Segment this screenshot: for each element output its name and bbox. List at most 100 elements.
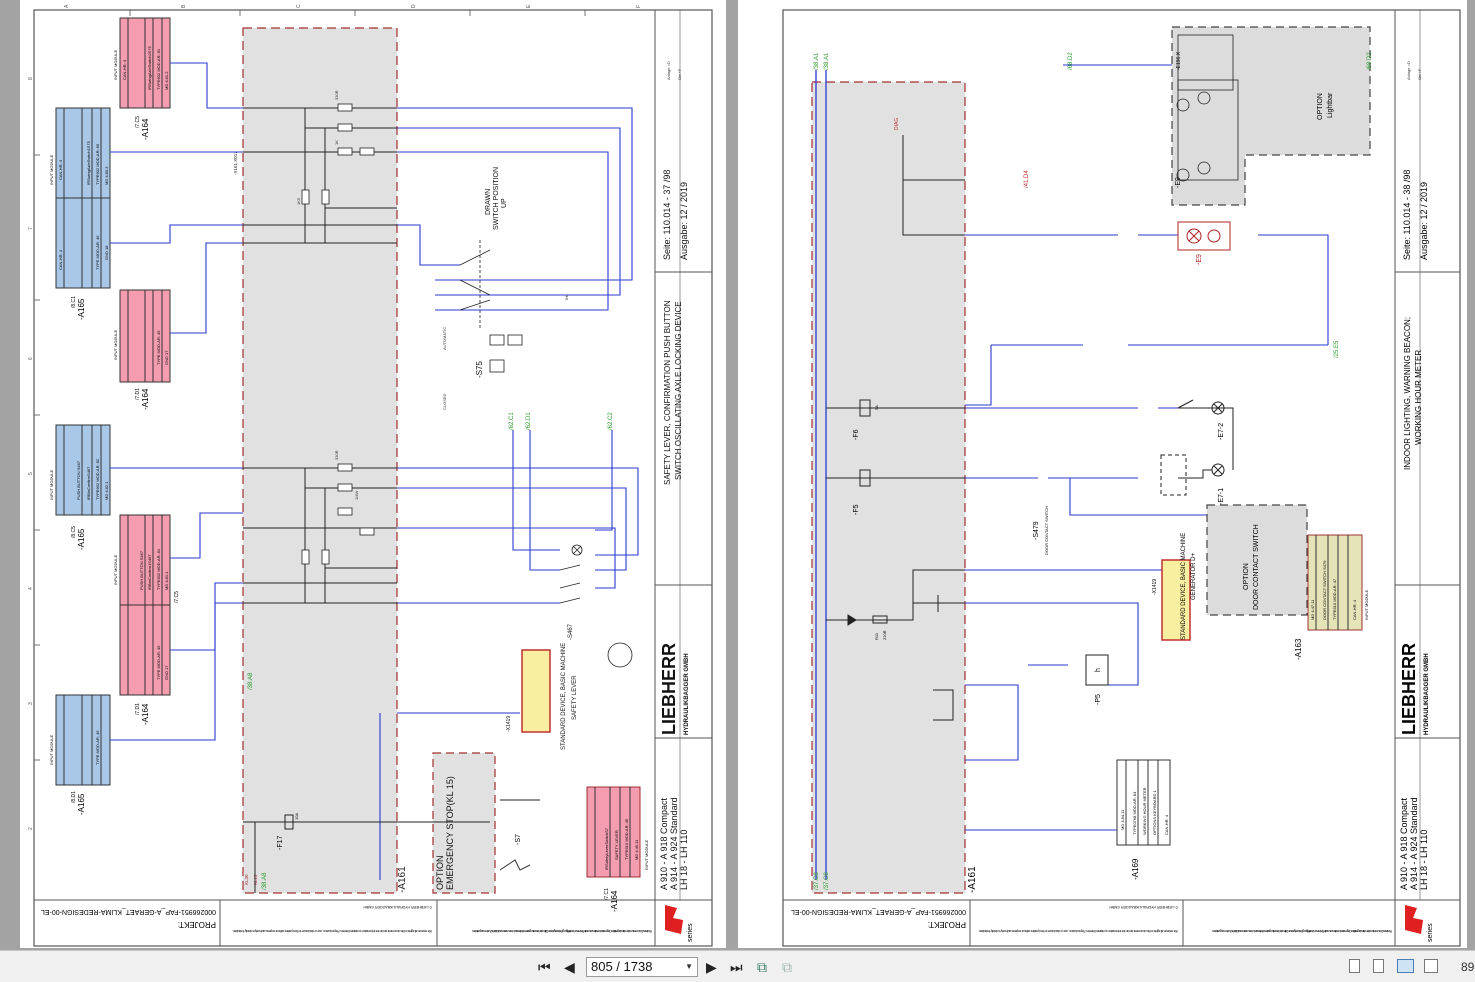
schematic-label: GND 17 [164, 350, 169, 365]
drawn-label: DRAWN [485, 189, 492, 215]
previous-view-icon[interactable]: ⧉ [757, 959, 767, 975]
hour-meter-module-a169: MD 4.84.11 TYPE0768 MOD-AR: 84 WORKING H… [1116, 759, 1171, 880]
schematic-label: TYPE602 MOD-AR: 80 [95, 143, 100, 185]
sheet-title-line1: INDOOR LIGHTING, WARNING BEACON; [1403, 317, 1412, 470]
schematic-label: -A165 [77, 528, 86, 550]
copyright-text: We reserve all rights in this document a… [232, 929, 432, 933]
warning-beacon-e9 [1177, 221, 1231, 251]
liebherr-logo: LIEBHERR [659, 643, 679, 735]
last-page-button[interactable]: ⏭ [730, 959, 743, 975]
schematic-label: INPUT MODULE [1364, 590, 1369, 620]
option-door-contact-box [1206, 504, 1308, 616]
generator-connector-box [1161, 559, 1191, 641]
standard-device-label: STANDARD DEVICE, BASIC MACHINE [561, 643, 567, 750]
resistor-label: 330R [334, 90, 339, 100]
cross-reference: /37.C8 [814, 872, 820, 890]
previous-page-button[interactable]: ◀ [564, 959, 575, 975]
schematic-label: CAN-HR: 4 [122, 59, 127, 80]
continuous-view-icon[interactable] [1373, 959, 1384, 973]
option-emergency-stop-box [432, 752, 496, 894]
schematic-label: IRSafetyLeverSwitchS7 [604, 827, 609, 870]
resistor-label: 330R [334, 450, 339, 460]
chevron-down-icon[interactable]: ▼ [685, 962, 693, 971]
next-page-button[interactable]: ▶ [706, 959, 717, 975]
single-page-view-icon[interactable] [1349, 959, 1360, 973]
e2-series-logo [1405, 905, 1423, 934]
wire-color-label: BK [564, 294, 569, 300]
first-page-button[interactable]: ⏮ [538, 959, 551, 975]
cross-reference: /62.C1 [509, 412, 515, 430]
resistor-value: 220R [882, 630, 887, 640]
schematic-label: /7.C5 [135, 116, 141, 128]
schematic-label: /8.D1 [71, 791, 77, 803]
series-label: series [687, 923, 694, 942]
schematic-label: /7.D1 [135, 388, 141, 400]
schematic-label: -A163 [1294, 638, 1303, 660]
ort-label: Ort +F [677, 68, 682, 80]
anlage-label: Anlage =D [1406, 61, 1411, 80]
schematic-label: INPUT MODULE [49, 155, 54, 185]
schematic-label: MD 4.84.11 [1120, 809, 1125, 830]
page-number-value: 805 / 1738 [591, 959, 653, 974]
fuse-f5-label: -F5 [853, 504, 860, 515]
fuse-f17-label: -F17 [277, 836, 284, 851]
device-a161-box [242, 27, 398, 894]
schematic-label: CAN-HR: 4 [1164, 814, 1169, 835]
safety-lever-label: SAFETY LEVER [572, 675, 578, 720]
series-label: series [1427, 923, 1434, 942]
schematic-label: /7.C5 [174, 591, 180, 603]
anlage-label: Anlage =D [666, 61, 671, 80]
fuse-f6-label: -F6 [853, 429, 860, 440]
kl30-label: KL30 [244, 874, 249, 885]
resistor-label: R11 [874, 632, 879, 640]
schematic-page-left: A B C D E F 8 7 6 5 4 3 2 -A161 -X161.X0… [20, 0, 726, 948]
copyright-text: Für dieses Dokument und den darin darges… [472, 929, 652, 933]
sheet-title-line2: WORKING HOUR METER [1414, 350, 1423, 445]
project-id: 000266951-FAP_A-GERAET_KLIMA-REDESIGN-00… [791, 908, 966, 915]
schematic-label: PUSH BUTTON S467 [139, 550, 144, 590]
page-number-input[interactable]: 805 / 1738 ▼ [586, 957, 698, 977]
input-module-a165-3: INPUT MODULE PUSH BUTTON S467 IRBtnConfi… [49, 424, 111, 550]
schematic-label: MD 4.82.1 [104, 481, 109, 500]
zoom-level[interactable]: 89 [1461, 960, 1475, 974]
switch-s75-label: -S75 [475, 361, 484, 378]
schematic-label: MD 4.81.1 [164, 571, 169, 590]
model-range: A 910 - A 918 Compact [659, 797, 669, 890]
cross-reference: /38.A8 [248, 672, 254, 690]
hour-unit-label: h [1095, 668, 1102, 672]
schematic-label: TYPE MOD-AR: 45 [156, 645, 161, 680]
schematic-label: OPTIONS KEYBOARD 1 [1152, 790, 1157, 835]
schematic-label: -A164 [141, 703, 150, 725]
lightbar-label: Lightbar [1327, 92, 1334, 118]
schematic-label: SAFETY LEVER [614, 830, 619, 860]
device-a161-box [811, 81, 966, 894]
button-s467-label: -S467 [568, 623, 574, 640]
schematic-label: MD 4.47.11 [1310, 599, 1315, 620]
column-label: E [526, 4, 532, 8]
schematic-label: GND 18 [104, 245, 109, 260]
emergency-stop-label: EMERGENCY STOP(KL 15) [445, 776, 455, 890]
schematic-label: /8.C1 [71, 296, 77, 308]
option-label: OPTION [1243, 563, 1250, 590]
two-page-view-icon[interactable] [1397, 959, 1414, 973]
input-module-a164-safety: IRSafetyLeverSwitchS7 SAFETY LEVER TYPE6… [586, 786, 649, 912]
up-label: UP [501, 198, 508, 208]
copyright-owner: © LIEBHERR HYDRAULIKBAGGER GMBH [1109, 905, 1178, 909]
project-label: PROJEKT: [178, 920, 216, 929]
column-label: F [636, 5, 642, 8]
schematic-label: IRSwingAxleSwitch2S75 [147, 45, 152, 90]
schematic-label: TYPE0768 MOD-AR: 84 [1132, 791, 1137, 835]
schematic-label: TYPE MOD-AR: 45 [156, 330, 161, 365]
copyright-owner: © LIEBHERR HYDRAULIKBAGGER GMBH [363, 905, 432, 909]
ort-label: Ort +F [1417, 68, 1422, 80]
two-page-continuous-view-icon[interactable] [1424, 959, 1438, 973]
standard-device-label: STANDARD DEVICE, BASIC MACHINE [1181, 533, 1187, 640]
option-lightbar-box [1171, 26, 1371, 206]
next-view-icon[interactable]: ⧉ [782, 959, 792, 975]
schematic-label: MD 4.45.11 [634, 839, 639, 860]
schematic-label: GND 17 [164, 665, 169, 680]
row-label: 2 [28, 827, 34, 830]
closed-label: CLOSED [442, 393, 447, 410]
sheet-title-line1: SAFETY LEVER, CONFIRMATION PUSH BUTTON [663, 300, 672, 485]
liebherr-subtitle: HYDRAULIKBAGGER GMBH [1424, 653, 1430, 735]
